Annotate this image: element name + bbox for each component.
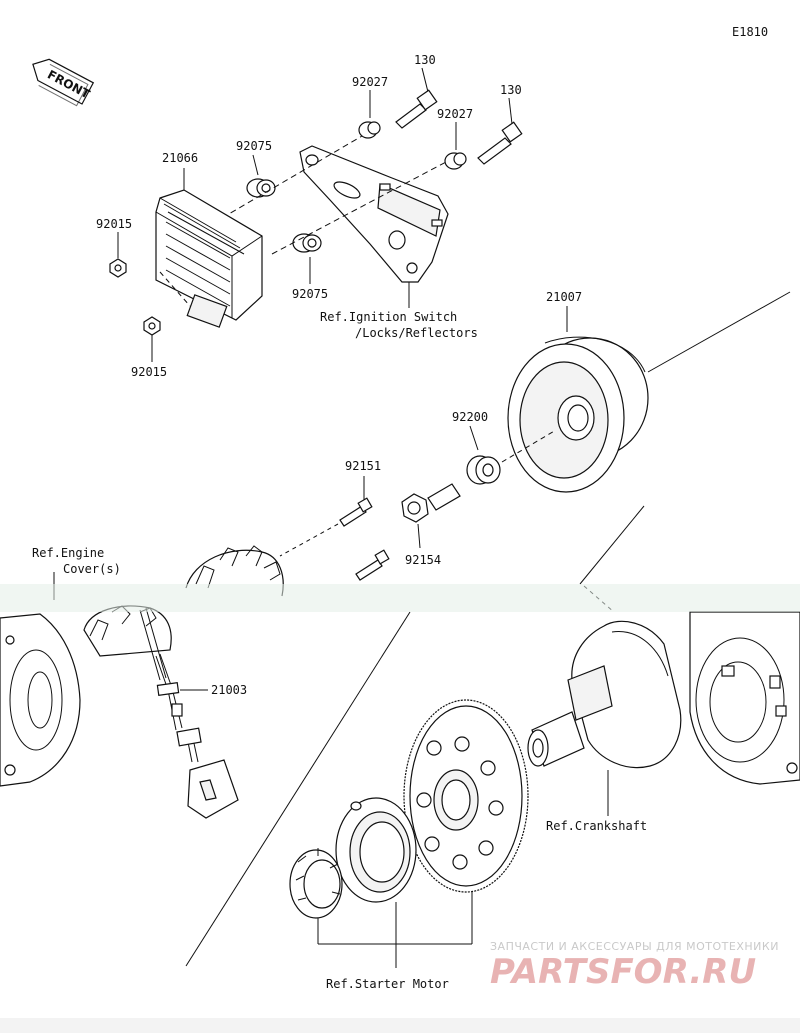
part-92075-b: 92075: [292, 287, 328, 301]
starter-clutch-ring: [335, 797, 417, 944]
grommet-92075-a: [246, 154, 276, 198]
leader-line-21007: [647, 291, 791, 373]
part-130-b: 130: [500, 83, 522, 97]
ref-engine-line2: Cover(s): [63, 562, 121, 576]
crankcase-cover: [689, 611, 800, 785]
flange-bolt-92154: [401, 483, 461, 549]
bolt-130-a: [395, 67, 438, 129]
mounting-guide-lines: [221, 135, 447, 255]
starter-gear: [403, 699, 529, 944]
flywheel-rotor: [507, 306, 649, 493]
ref-crankshaft: Ref.Crankshaft: [546, 819, 647, 833]
watermark-tagline: ЗАПЧАСТИ И АКСЕССУАРЫ ДЛЯ МОТОТЕХНИКИ: [490, 940, 779, 953]
part-21007: 21007: [546, 290, 582, 304]
scan-band-bottom: [0, 1018, 800, 1033]
watermark-logo: PARTSFOR.RU: [490, 952, 756, 992]
scan-band: [0, 584, 800, 612]
part-92151: 92151: [345, 459, 381, 473]
part-92027-b: 92027: [437, 107, 473, 121]
washer-92200: [466, 425, 557, 485]
part-21003: 21003: [211, 683, 247, 697]
grommet-92075-b: [292, 233, 322, 284]
part-92075-a: 92075: [236, 139, 272, 153]
part-92154: 92154: [405, 553, 441, 567]
front-arrow-icon: FRONT: [32, 58, 95, 107]
part-130-a: 130: [414, 53, 436, 67]
part-92200: 92200: [452, 410, 488, 424]
ref-engine-line1: Ref.Engine: [32, 546, 104, 560]
part-92027-a: 92027: [352, 75, 388, 89]
crankshaft: [527, 620, 682, 816]
bolt-92151: [279, 476, 373, 557]
washer-92027-b: [444, 122, 467, 170]
ref-ignition-line1: Ref.Ignition Switch: [320, 310, 457, 324]
regulator-rectifier: [155, 168, 263, 328]
nut-92015-a: [109, 232, 127, 278]
bolt-130-b: [477, 97, 523, 165]
pickup-coil-harness: [155, 653, 239, 819]
ref-ignition-line2: /Locks/Reflectors: [355, 326, 478, 340]
nut-92015-b: [143, 316, 161, 362]
part-92015-a: 92015: [96, 217, 132, 231]
engine-cover: [0, 572, 81, 787]
part-92015-b: 92015: [131, 365, 167, 379]
part-21066: 21066: [162, 151, 198, 165]
diagram-code: E1810: [732, 25, 768, 39]
one-way-clutch: [289, 848, 343, 944]
bolt-second: [355, 549, 390, 581]
mounting-bracket: [299, 145, 449, 308]
ref-starter-motor: Ref.Starter Motor: [326, 977, 449, 991]
washer-92027-a: [358, 90, 381, 139]
